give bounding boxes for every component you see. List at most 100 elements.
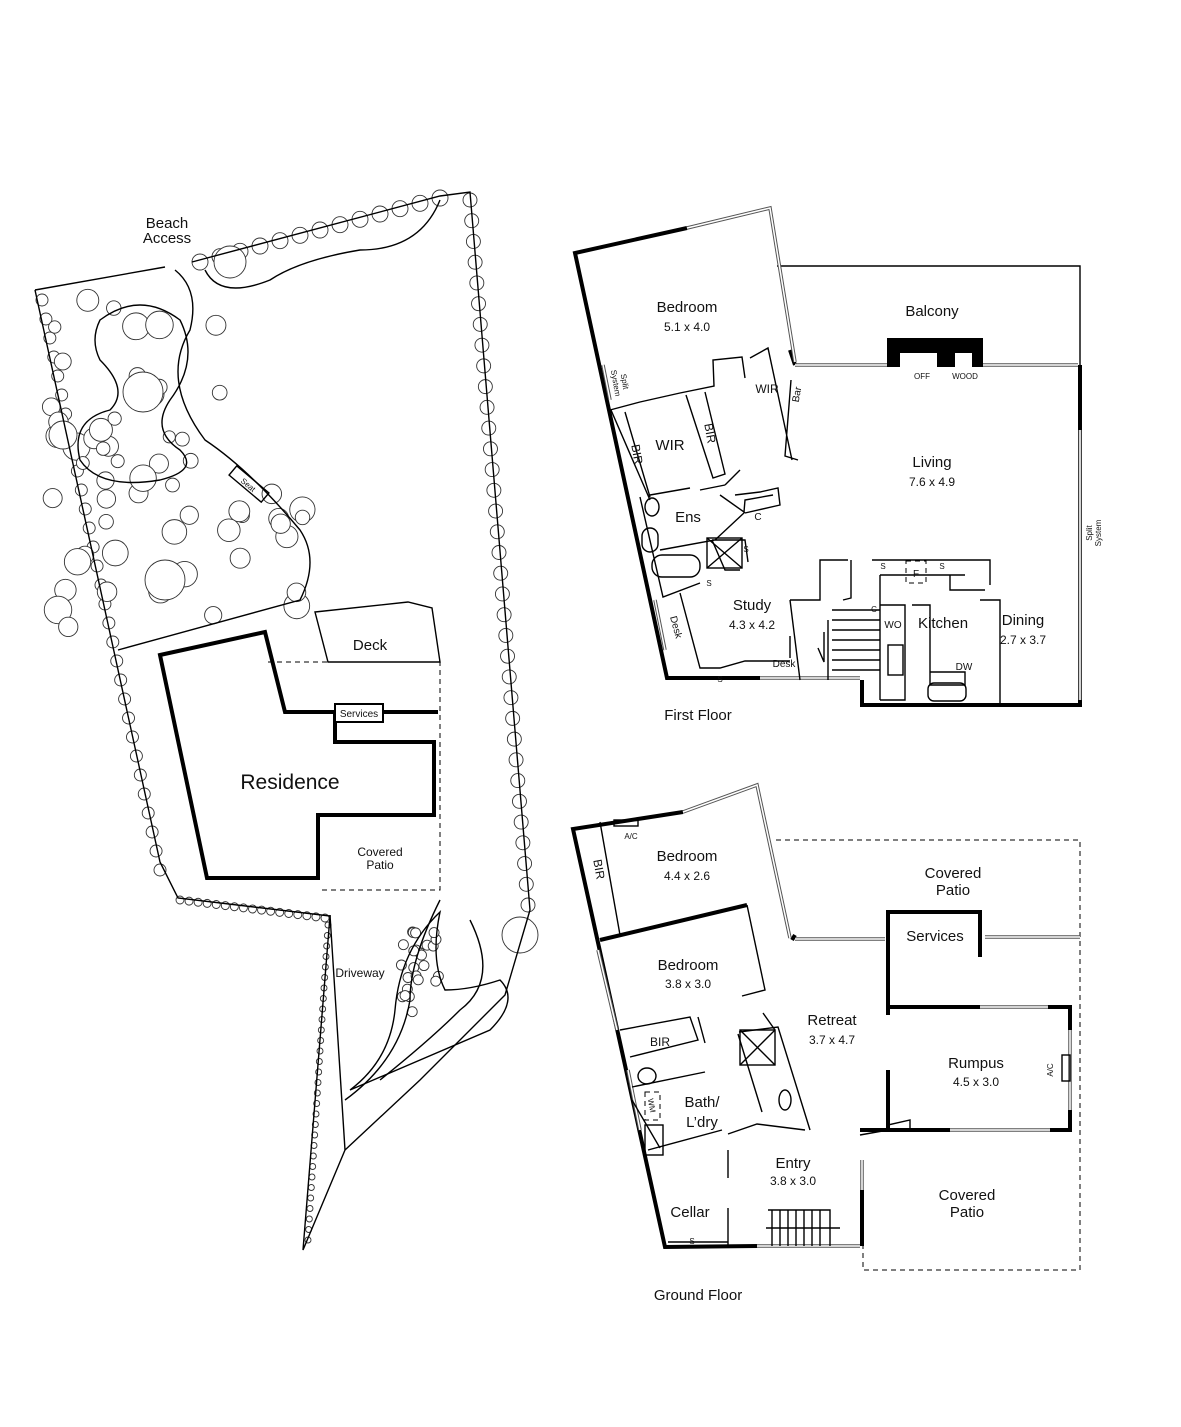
covered-patio-label: Covered <box>357 845 402 859</box>
tree-icon <box>48 320 62 334</box>
tree-icon <box>204 606 223 625</box>
covered-patio-label-2: Patio <box>366 858 394 872</box>
bathtub-icon <box>651 554 701 578</box>
tree-icon <box>512 793 527 809</box>
covered-patio-label-4: Patio <box>950 1204 984 1221</box>
site-boundary <box>34 191 531 1251</box>
bedroom-size: 5.1 x 4.0 <box>664 320 710 334</box>
tree-icon <box>107 411 122 426</box>
toilet-icon <box>637 1067 657 1085</box>
tree-icon <box>106 300 122 316</box>
split-system-label: Split <box>619 373 631 391</box>
tree-icon <box>145 310 174 340</box>
retreat-size: 3.7 x 4.7 <box>809 1033 855 1047</box>
desk-label: Desk <box>667 615 684 641</box>
shower-cross <box>739 1029 776 1066</box>
bar-label: Bar <box>791 385 805 403</box>
ground-floor-plan: A/C BIR Bedroom 4.4 x 2.6 Covered Patio … <box>570 782 1081 1304</box>
tree-icon <box>174 431 190 447</box>
tree-icon <box>43 595 73 625</box>
bir-label: BIR <box>590 858 607 880</box>
split-system-label: Split <box>1085 524 1094 540</box>
site-plan: Seat Beach Access Deck Services Residenc… <box>34 189 539 1251</box>
bir-label-2: BIR <box>650 1035 670 1049</box>
tree-icon <box>42 488 63 509</box>
first-floor-internal-walls <box>609 346 1001 705</box>
tree-icon <box>98 514 114 530</box>
shower-cross <box>706 537 743 569</box>
residence-label: Residence <box>240 771 339 794</box>
basin-icon <box>641 527 659 553</box>
rumpus-label: Rumpus <box>948 1055 1004 1072</box>
study-size: 4.3 x 4.2 <box>729 618 775 632</box>
tree-icon <box>503 690 519 706</box>
tree-icon <box>179 505 199 525</box>
tree-icon <box>500 648 515 664</box>
window-bedroom-top <box>686 205 797 363</box>
bedroom-size-2: 3.8 x 3.0 <box>665 977 711 991</box>
tree-icon <box>165 477 180 493</box>
dishwasher-label: DW <box>956 662 973 673</box>
covered-patio-label-3: Covered <box>939 1187 996 1204</box>
bath-laundry-label-2: L’dry <box>686 1114 718 1131</box>
tree-icon <box>410 927 422 939</box>
tree-icon <box>39 312 53 326</box>
wir-small-label: WIR <box>755 382 779 396</box>
tree-icon <box>316 1047 324 1055</box>
ac-unit <box>1061 1054 1071 1082</box>
tree-icon <box>76 288 100 312</box>
tree-icon <box>229 547 251 569</box>
bir-label: BIR <box>628 443 645 465</box>
tree-icon <box>510 773 526 789</box>
tree-icon <box>418 960 430 972</box>
living-label: Living <box>912 454 951 471</box>
tree-icon <box>491 545 507 560</box>
ground-floor-title: Ground Floor <box>654 1287 742 1304</box>
staircase <box>817 609 880 680</box>
tree-icon <box>89 417 113 442</box>
bedroom-label: Bedroom <box>657 848 718 865</box>
deck <box>314 601 441 663</box>
basin-icon <box>778 1089 792 1111</box>
tree-icon <box>58 616 79 637</box>
shelf-label: S <box>939 562 944 571</box>
tree-icon <box>294 509 311 526</box>
wm-label: WM <box>646 1098 657 1114</box>
covered-patio-label-2: Patio <box>936 882 970 899</box>
covered-patio-outline <box>776 839 1081 1271</box>
tree-icon <box>228 500 251 523</box>
tree-icon <box>430 975 442 987</box>
study-label: Study <box>733 597 772 614</box>
ac-label-2: A/C <box>1046 1063 1055 1077</box>
tree-icon <box>505 710 521 726</box>
deck-label: Deck <box>353 637 388 654</box>
shelf-label: S <box>717 675 722 684</box>
beach-access-label: Beach <box>146 215 189 232</box>
tree-icon <box>43 331 57 345</box>
tree-icon <box>78 502 92 516</box>
ground-floor-walls <box>570 810 1072 1250</box>
tree-icon <box>217 518 241 542</box>
tree-icon <box>129 464 157 492</box>
ac-label: A/C <box>624 832 638 841</box>
tree-icon <box>501 669 517 685</box>
garden-path <box>117 199 441 651</box>
tree-icon <box>513 814 529 830</box>
tree-icon <box>148 453 169 474</box>
bedroom-label-2: Bedroom <box>658 957 719 974</box>
fireplace-off-label: OFF <box>914 372 930 381</box>
retreat-label: Retreat <box>807 1012 857 1029</box>
tree-icon <box>101 539 129 567</box>
fridge-space <box>905 560 927 584</box>
tree-icon <box>494 586 510 602</box>
pond <box>77 304 189 484</box>
tree-icon <box>96 441 111 456</box>
tree-icon <box>270 513 291 534</box>
tree-icon <box>96 489 117 509</box>
shower-icon <box>706 537 743 569</box>
tree-icon <box>493 565 509 581</box>
staircase <box>766 1209 840 1246</box>
split-system-label-2: System <box>1094 519 1103 546</box>
seat <box>228 464 270 504</box>
